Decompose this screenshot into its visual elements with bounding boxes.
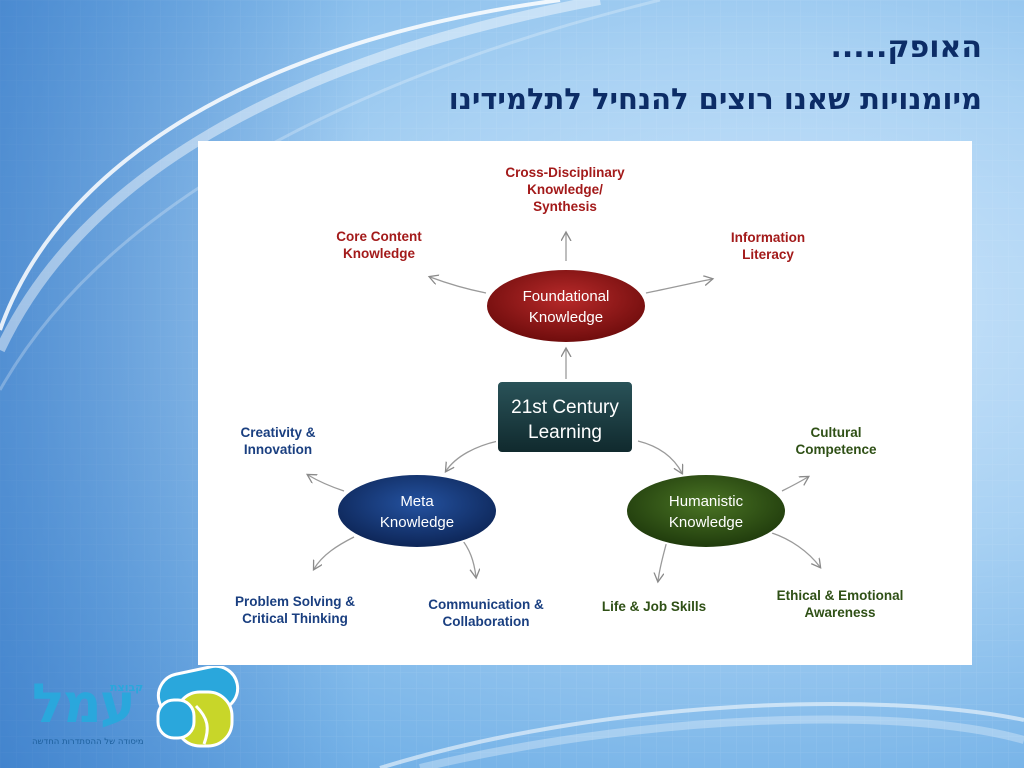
humanistic-label-line2: Knowledge (669, 514, 743, 531)
diagram-panel: Foundational Knowledge Meta Knowledge Hu… (198, 141, 972, 665)
arrow-center-to-meta (446, 440, 499, 471)
logo-small-text: קבוצת (110, 681, 144, 694)
leaf-information-literacy: Information Literacy (731, 230, 805, 262)
svg-text:Ethical & Emotional: Ethical & Emotional (777, 588, 904, 603)
svg-text:Problem Solving &: Problem Solving & (235, 594, 355, 609)
leaf-ethical: Ethical & Emotional Awareness (777, 588, 904, 620)
leaf-life-job: Life & Job Skills (602, 599, 706, 614)
logo-subtitle: מיסודה של ההסתדרות החדשה (32, 737, 144, 747)
svg-text:Life & Job Skills: Life & Job Skills (602, 599, 706, 614)
leaf-cultural: Cultural Competence (795, 425, 877, 457)
21st-century-learning-node: 21st Century Learning (496, 380, 634, 454)
svg-text:Competence: Competence (795, 442, 877, 457)
arrow-to-information-literacy (645, 279, 712, 294)
leaf-cross-disciplinary: Cross-Disciplinary Knowledge/ Synthesis (505, 165, 625, 214)
svg-text:Innovation: Innovation (244, 442, 312, 457)
foundational-knowledge-node: Foundational Knowledge (485, 268, 647, 344)
leaf-communication: Communication & Collaboration (428, 597, 544, 629)
arrow-to-core-content (430, 277, 487, 294)
svg-text:Synthesis: Synthesis (533, 199, 597, 214)
svg-text:Knowledge: Knowledge (343, 246, 415, 261)
arrow-to-ethical (771, 532, 820, 567)
arrow-to-communication (459, 536, 476, 577)
center-label-line1: 21st Century (511, 397, 619, 418)
svg-text:Core Content: Core Content (336, 229, 422, 244)
arrow-center-to-humanistic (637, 440, 682, 473)
leaf-problem-solving: Problem Solving & Critical Thinking (235, 594, 355, 626)
svg-text:Information: Information (731, 230, 805, 245)
svg-text:Communication &: Communication & (428, 597, 544, 612)
foundational-label-line2: Knowledge (529, 309, 603, 326)
humanistic-label-line1: Humanistic (669, 493, 744, 510)
center-label-line2: Learning (528, 422, 602, 443)
svg-text:Awareness: Awareness (804, 605, 875, 620)
foundational-label-line1: Foundational (523, 288, 610, 305)
svg-text:Cross-Disciplinary: Cross-Disciplinary (505, 165, 625, 180)
meta-label-line1: Meta (400, 493, 434, 510)
leaf-core-content: Core Content Knowledge (336, 229, 422, 261)
meta-knowledge-node: Meta Knowledge (336, 473, 498, 549)
svg-text:Critical Thinking: Critical Thinking (242, 611, 348, 626)
humanistic-knowledge-node: Humanistic Knowledge (625, 473, 787, 549)
slide-title: האופק..... (830, 30, 982, 65)
slide-subtitle: מיומנויות שאנו רוצים להנחיל לתלמידינו (448, 82, 982, 116)
leaf-creativity: Creativity & Innovation (240, 425, 315, 457)
logo-name: עמל (32, 672, 136, 735)
arrow-to-cultural (781, 477, 808, 492)
learning-diagram: Foundational Knowledge Meta Knowledge Hu… (235, 165, 904, 629)
meta-label-line2: Knowledge (380, 514, 454, 531)
svg-text:Literacy: Literacy (742, 247, 794, 262)
svg-text:Knowledge/: Knowledge/ (527, 182, 603, 197)
amal-logo-icon (156, 666, 240, 748)
svg-text:Creativity &: Creativity & (240, 425, 315, 440)
arrow-to-creativity (308, 475, 345, 492)
svg-text:Collaboration: Collaboration (443, 614, 530, 629)
arrow-to-problem-solving (314, 536, 355, 569)
svg-text:Cultural: Cultural (810, 425, 861, 440)
